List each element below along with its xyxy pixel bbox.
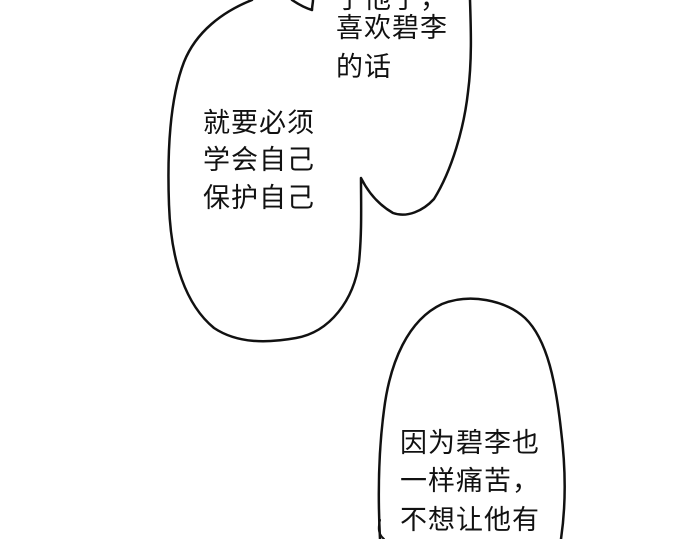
bubble1-line3: 的话 <box>336 52 392 83</box>
bubble2-line3: 保护自己 <box>203 183 315 214</box>
speech-bubble-tail <box>290 0 315 12</box>
bubble1-line2: 喜欢碧李 <box>336 13 448 44</box>
speech-bubble-outline <box>377 297 566 539</box>
bubble2-line2: 学会自己 <box>203 145 315 176</box>
bubble3-line2: 一样痛苦， <box>400 466 540 497</box>
bubble2-line1: 就要必须 <box>203 108 315 139</box>
bubble3-line3: 不想让他有 <box>400 505 540 536</box>
bubble3-line1: 因为碧李也 <box>400 428 540 459</box>
bubble1-line1: 子他了， <box>336 0 448 19</box>
speech-bubble-outline <box>167 0 473 343</box>
speech-bubble-tail <box>377 519 385 539</box>
